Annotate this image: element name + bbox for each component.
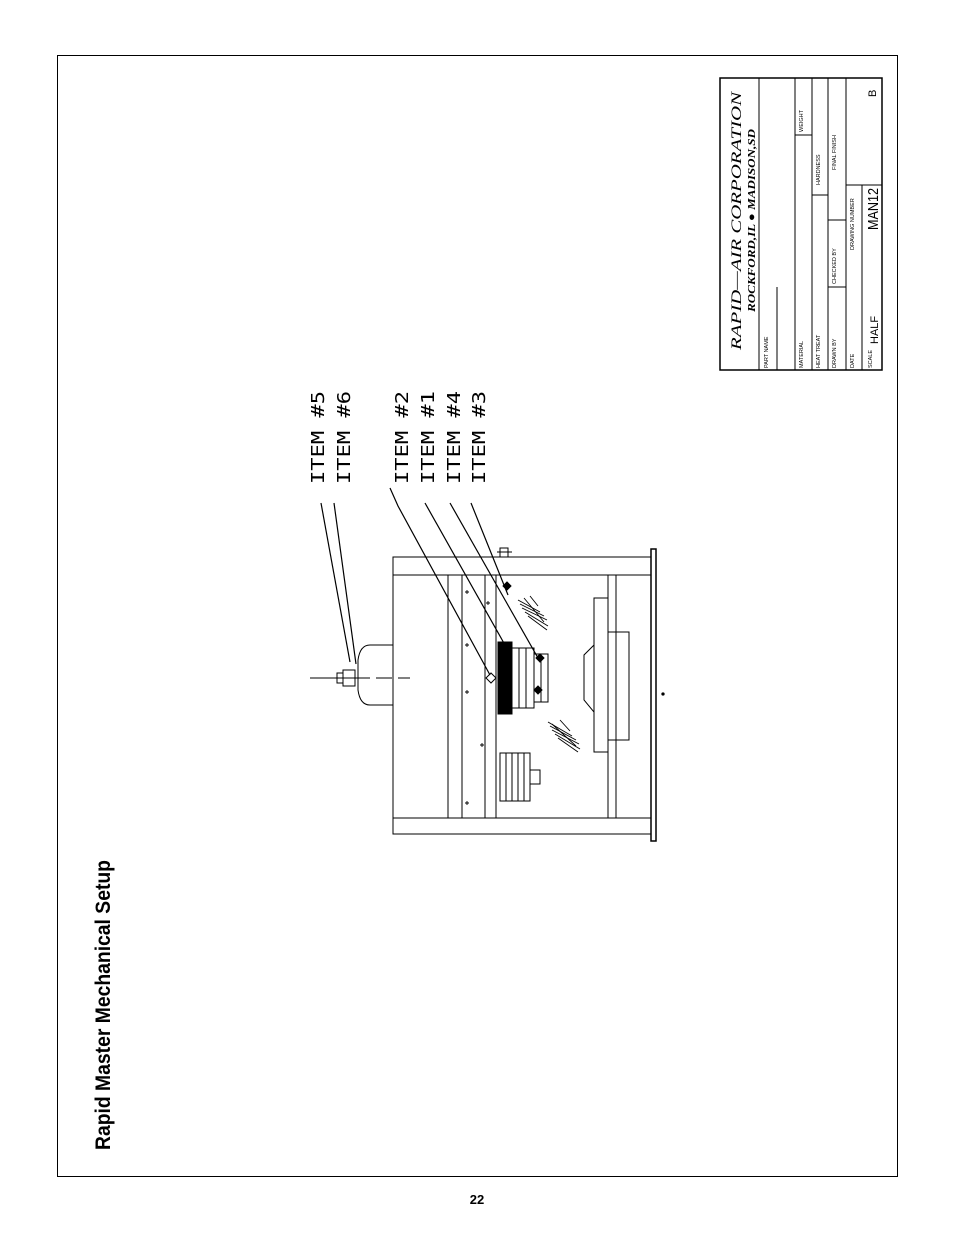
scale-label: SCALE: [868, 350, 874, 368]
part-name-label: PART NAME: [764, 336, 770, 368]
title-block: [719, 77, 883, 371]
page-title: Rapid Master Mechanical Setup: [92, 860, 115, 1150]
scale-value: HALF: [869, 316, 881, 344]
heat-treat-label: HEAT TREAT: [816, 334, 822, 368]
company-name: RAPID—AIR CORPORATION: [729, 91, 745, 352]
date-label: DATE: [850, 353, 856, 368]
drawing-number: MAN12: [865, 188, 882, 230]
hatched-spring-bottom: [547, 719, 581, 753]
fastener-marks: [465, 590, 665, 805]
callout-item-4: ITEM #4: [444, 391, 465, 484]
company-locations: ROCKFORD,IL ● MADISON,SD: [746, 129, 758, 313]
machine-assembly: [310, 547, 657, 842]
callout-item-1: ITEM #1: [418, 391, 439, 484]
weight-label: WEIGHT: [799, 109, 805, 132]
drawn-by-label: DRAWN BY: [832, 338, 838, 368]
leader-lines: [320, 487, 539, 676]
final-finish-label: FINAL FINISH: [832, 135, 838, 170]
callout-item-3: ITEM #3: [469, 391, 490, 484]
callout-item-5: ITEM #5: [308, 391, 329, 484]
checked-by-label: CHECKED BY: [832, 248, 838, 284]
page-frame: [57, 55, 898, 1177]
callout-item-2: ITEM #2: [392, 391, 413, 484]
callout-item-6: ITEM #6: [334, 391, 355, 484]
hatched-spring-top: [517, 595, 549, 631]
hardness-label: HARDNESS: [816, 154, 822, 185]
drawing-number-label: DRAWING NUMBER: [850, 198, 856, 250]
page-number: 22: [469, 1192, 485, 1207]
revision-letter: B: [867, 90, 879, 97]
material-label: MATERIAL: [799, 341, 805, 368]
